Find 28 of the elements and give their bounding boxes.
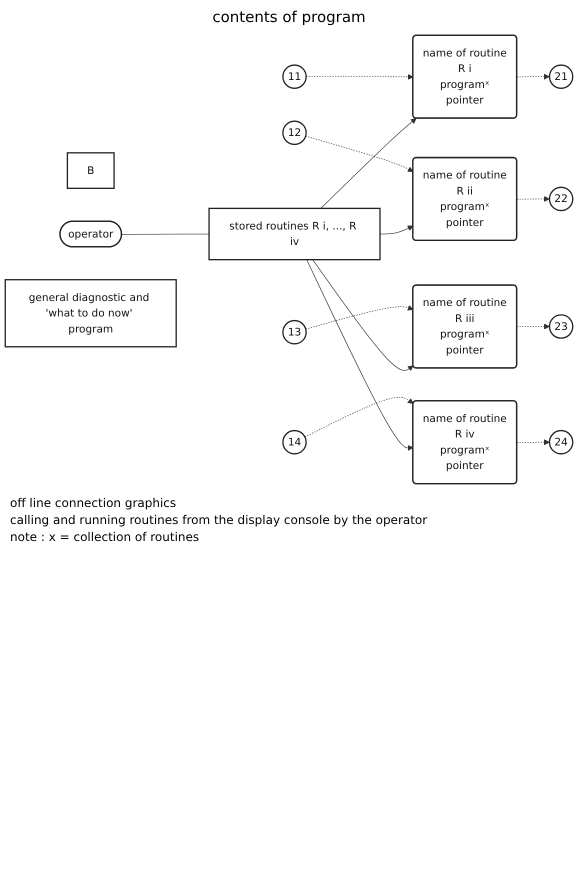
arrow bbox=[516, 74, 550, 80]
arrow bbox=[516, 324, 550, 330]
node-box: general diagnostic and 'what to do now' program bbox=[4, 279, 177, 348]
arrow bbox=[380, 226, 414, 234]
node-circle: 22 bbox=[548, 186, 574, 212]
arrow bbox=[516, 439, 550, 446]
arrow bbox=[306, 74, 414, 80]
node-box: B bbox=[66, 152, 115, 189]
node-box: stored routines R i, ..., R iv bbox=[208, 208, 381, 260]
note-text: calling and running routines from the display console by the operator bbox=[10, 512, 428, 527]
node-circle: 21 bbox=[548, 64, 574, 89]
node-circle: 13 bbox=[282, 320, 307, 344]
arrow bbox=[312, 259, 414, 372]
node-circle: 12 bbox=[282, 120, 307, 146]
diagram-title: contents of program bbox=[211, 8, 367, 26]
arrow bbox=[516, 196, 550, 202]
arrow bbox=[320, 118, 416, 209]
node-circle: 14 bbox=[282, 430, 307, 454]
node-circle: 24 bbox=[548, 430, 574, 454]
arrow bbox=[306, 259, 414, 451]
node-circle: 11 bbox=[282, 64, 307, 89]
arrow bbox=[304, 397, 414, 438]
note-text: note : x = collection of routines bbox=[10, 530, 200, 544]
arrow bbox=[305, 136, 414, 172]
node-circle: 23 bbox=[548, 314, 574, 339]
note-text: off line connection graphics bbox=[10, 496, 178, 510]
arrow bbox=[305, 305, 414, 330]
connector bbox=[121, 234, 210, 235]
